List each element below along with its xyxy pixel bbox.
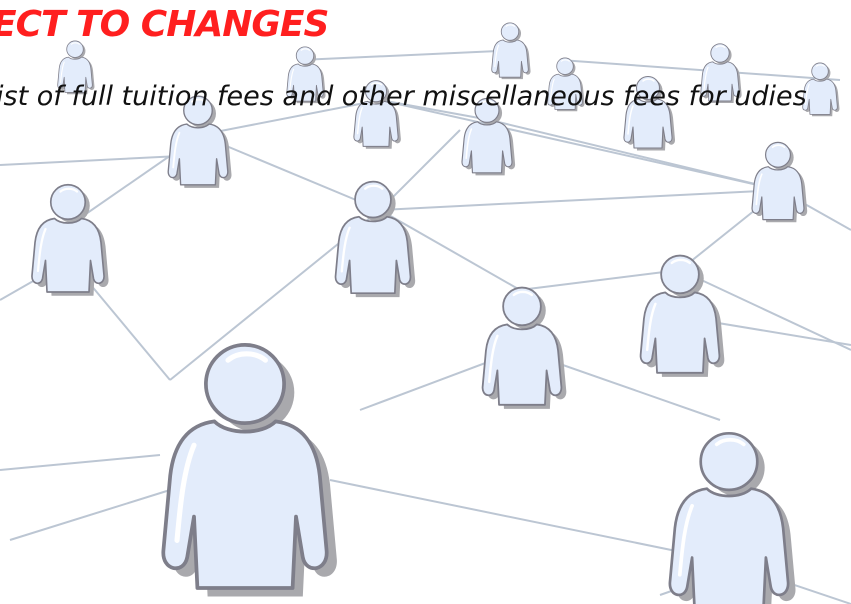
notice-headline: ECT TO CHANGES: [0, 4, 329, 45]
notice-subtext: ist of full tuition fees and other misce…: [0, 81, 807, 112]
network-links: [0, 49, 851, 604]
